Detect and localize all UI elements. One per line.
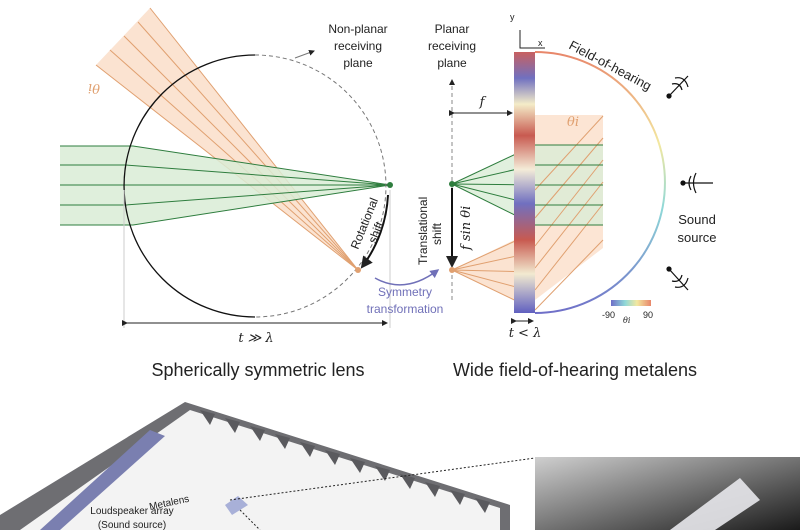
focal-length-label: f: [479, 95, 487, 110]
non-planar-receiving-plane: [254, 54, 387, 318]
axes-icon: [519, 30, 545, 49]
colorbar-max: 90: [643, 310, 653, 320]
lens-solid-arc: [123, 54, 256, 318]
non-planar-label-2: receiving: [334, 39, 382, 53]
planar-label-3: plane: [437, 56, 467, 70]
axis-x-label: x: [538, 38, 543, 48]
symmetry-label-1: Symmetry: [378, 285, 432, 299]
metalens-inset-photo: [535, 457, 800, 530]
speaker-icon-middle: [680, 172, 713, 194]
field-of-hearing-arc: [534, 51, 666, 314]
thickness-label-left: t ≫ λ: [238, 331, 273, 346]
symmetry-label-2: transformation: [367, 302, 444, 316]
absorber-wedges: [200, 410, 490, 513]
experimental-setup-photo: Loudspeaker array (Sound source) Metalen…: [0, 402, 800, 530]
colorbar-min: -90: [602, 310, 615, 320]
orange-rays: [95, 7, 359, 271]
orange-focus-point: [355, 267, 361, 273]
metalens-panel: Planar receiving plane f f sin θi θi Fie…: [428, 12, 717, 341]
axis-y-label: y: [510, 12, 515, 22]
field-of-hearing-label: Field-of-hearing: [567, 37, 654, 93]
speaker-icon-top: [666, 75, 689, 99]
metalens-photo: [225, 496, 248, 515]
right-panel-title: Wide field-of-hearing metalens: [453, 360, 697, 380]
green-focus-point: [387, 182, 393, 188]
shift-formula: f sin θi: [459, 206, 474, 251]
non-planar-label-1: Non-planar: [328, 22, 387, 36]
translational-label-1: Translational: [416, 197, 430, 265]
planar-label-2: receiving: [428, 39, 476, 53]
metalens-bar: [514, 52, 535, 313]
left-panel-title: Spherically symmetric lens: [151, 360, 364, 380]
translational-label-2: shift: [430, 222, 444, 245]
non-planar-label-3: plane: [343, 56, 373, 70]
speaker-icon-bottom: [666, 266, 689, 291]
green-focus-right: [449, 181, 455, 187]
rotational-shift-arrow: [360, 194, 389, 269]
theta-label-left: θi: [88, 80, 100, 95]
thickness-label-right: t < λ: [509, 326, 542, 341]
spherical-lens-panel: Non-planar receiving plane θi Rotational…: [60, 7, 393, 346]
theta-label-right: θi: [567, 115, 579, 130]
planar-label-1: Planar: [435, 22, 470, 36]
loudspeaker-array: [40, 430, 165, 530]
colorbar-label: θi: [623, 316, 631, 325]
symmetry-transformation: Symmetry transformation Translational sh…: [367, 197, 444, 316]
orange-focus-right: [449, 267, 455, 273]
speaker-label-1: Loudspeaker array: [90, 506, 173, 517]
speaker-label-2: (Sound source): [98, 520, 166, 530]
colorbar: [611, 300, 651, 306]
sound-source-label-2: source: [677, 230, 716, 245]
sound-source-label-1: Sound: [678, 212, 716, 227]
